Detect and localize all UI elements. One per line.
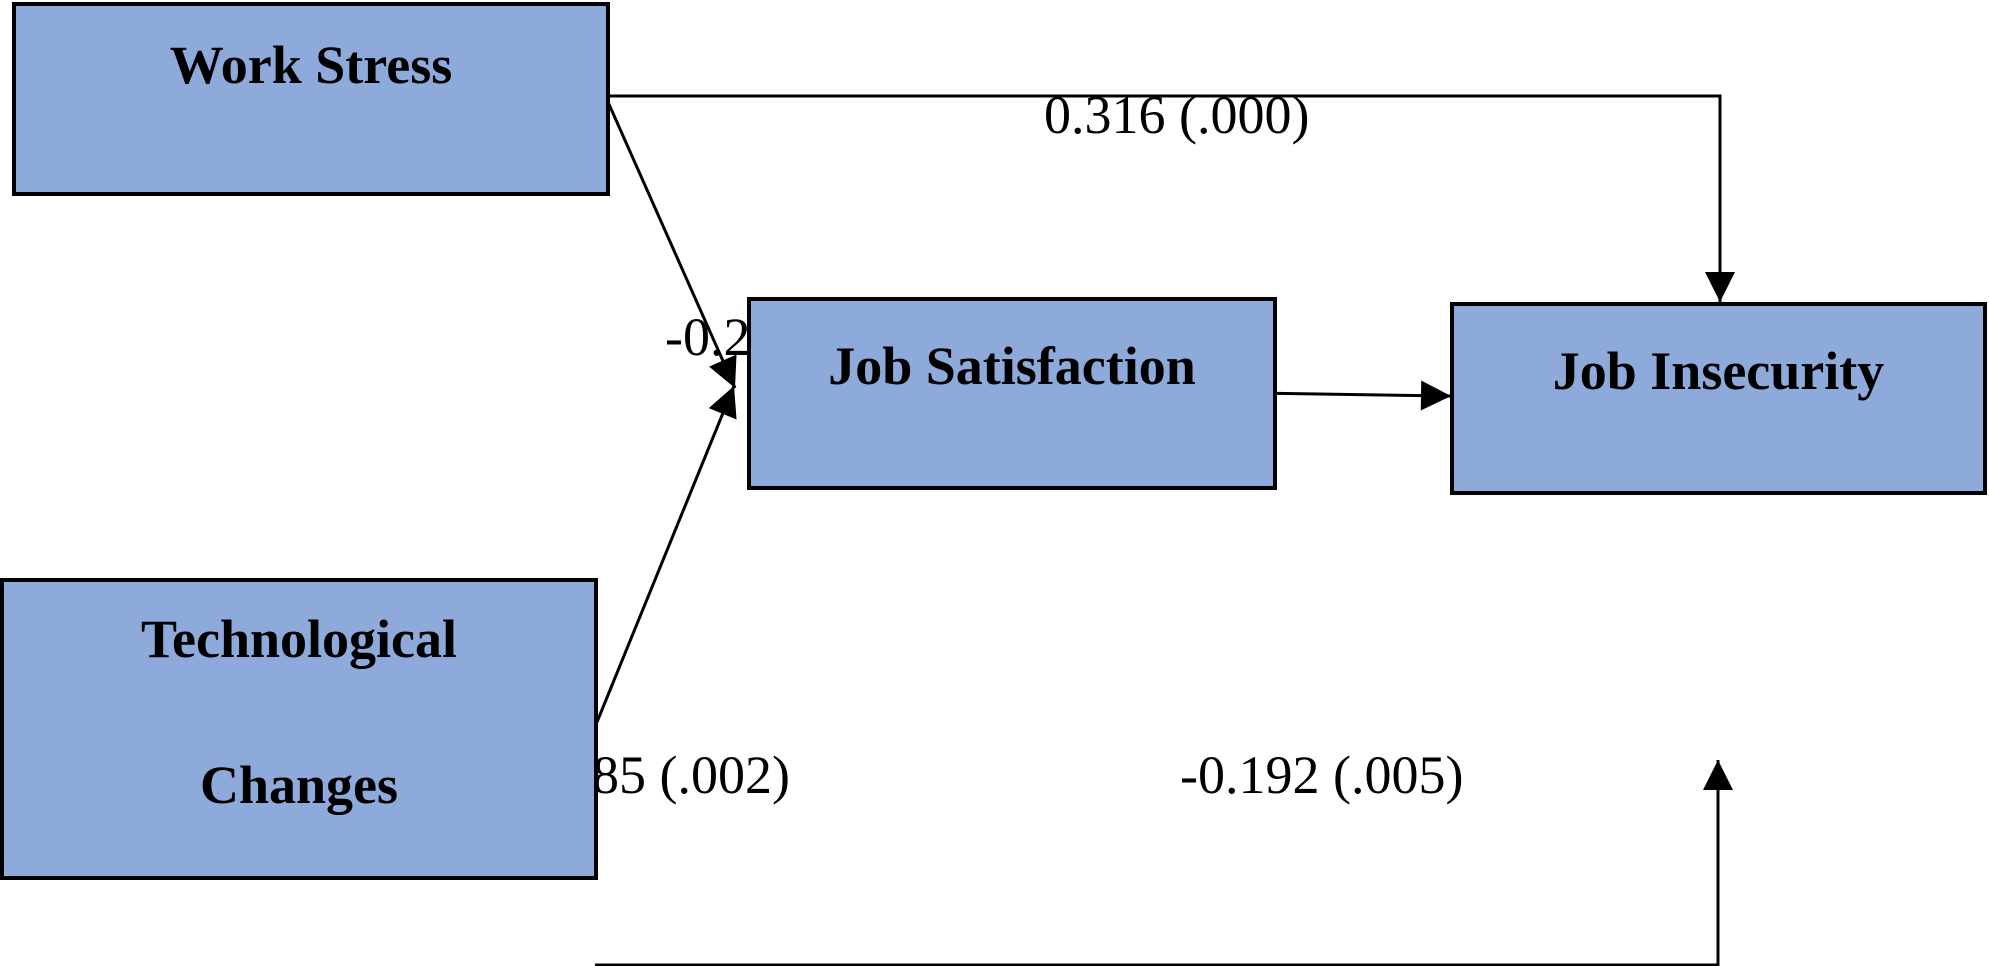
edge-work-stress-to-job-satisfaction xyxy=(606,101,737,389)
node-job-insecurity: Job Insecurity xyxy=(1450,302,1987,495)
edge-tech-changes-to-job-satisfaction xyxy=(595,385,737,723)
node-work-stress-label: Work Stress xyxy=(169,35,453,95)
node-work-stress: Work Stress xyxy=(12,2,610,196)
node-technological-changes-line1: Technological xyxy=(140,609,458,669)
node-technological-changes-line2: Changes xyxy=(199,755,399,815)
node-job-satisfaction: Job Satisfaction xyxy=(747,297,1277,490)
edge-label-work-stress-to-job-insecurity: 0.316 (.000) xyxy=(1044,85,1310,145)
edge-work-stress-to-job-insecurity xyxy=(608,94,1735,302)
edge-job-satisfaction-to-job-insecurity xyxy=(1249,380,1452,411)
edge-label-work-stress-to-job-satisfaction: -0.2 xyxy=(665,307,751,367)
edge-label-tech-changes-to-job-insecurity: -0.192 (.005) xyxy=(1180,745,1464,805)
node-technological-changes: Technological Changes xyxy=(0,578,598,880)
node-job-satisfaction-label: Job Satisfaction xyxy=(828,336,1196,396)
edge-tech-changes-to-job-insecurity xyxy=(595,760,1733,966)
node-job-insecurity-label: Job Insecurity xyxy=(1552,341,1885,401)
edge-label-tech-changes-to-job-satisfaction: 85 (.002) xyxy=(592,745,790,805)
